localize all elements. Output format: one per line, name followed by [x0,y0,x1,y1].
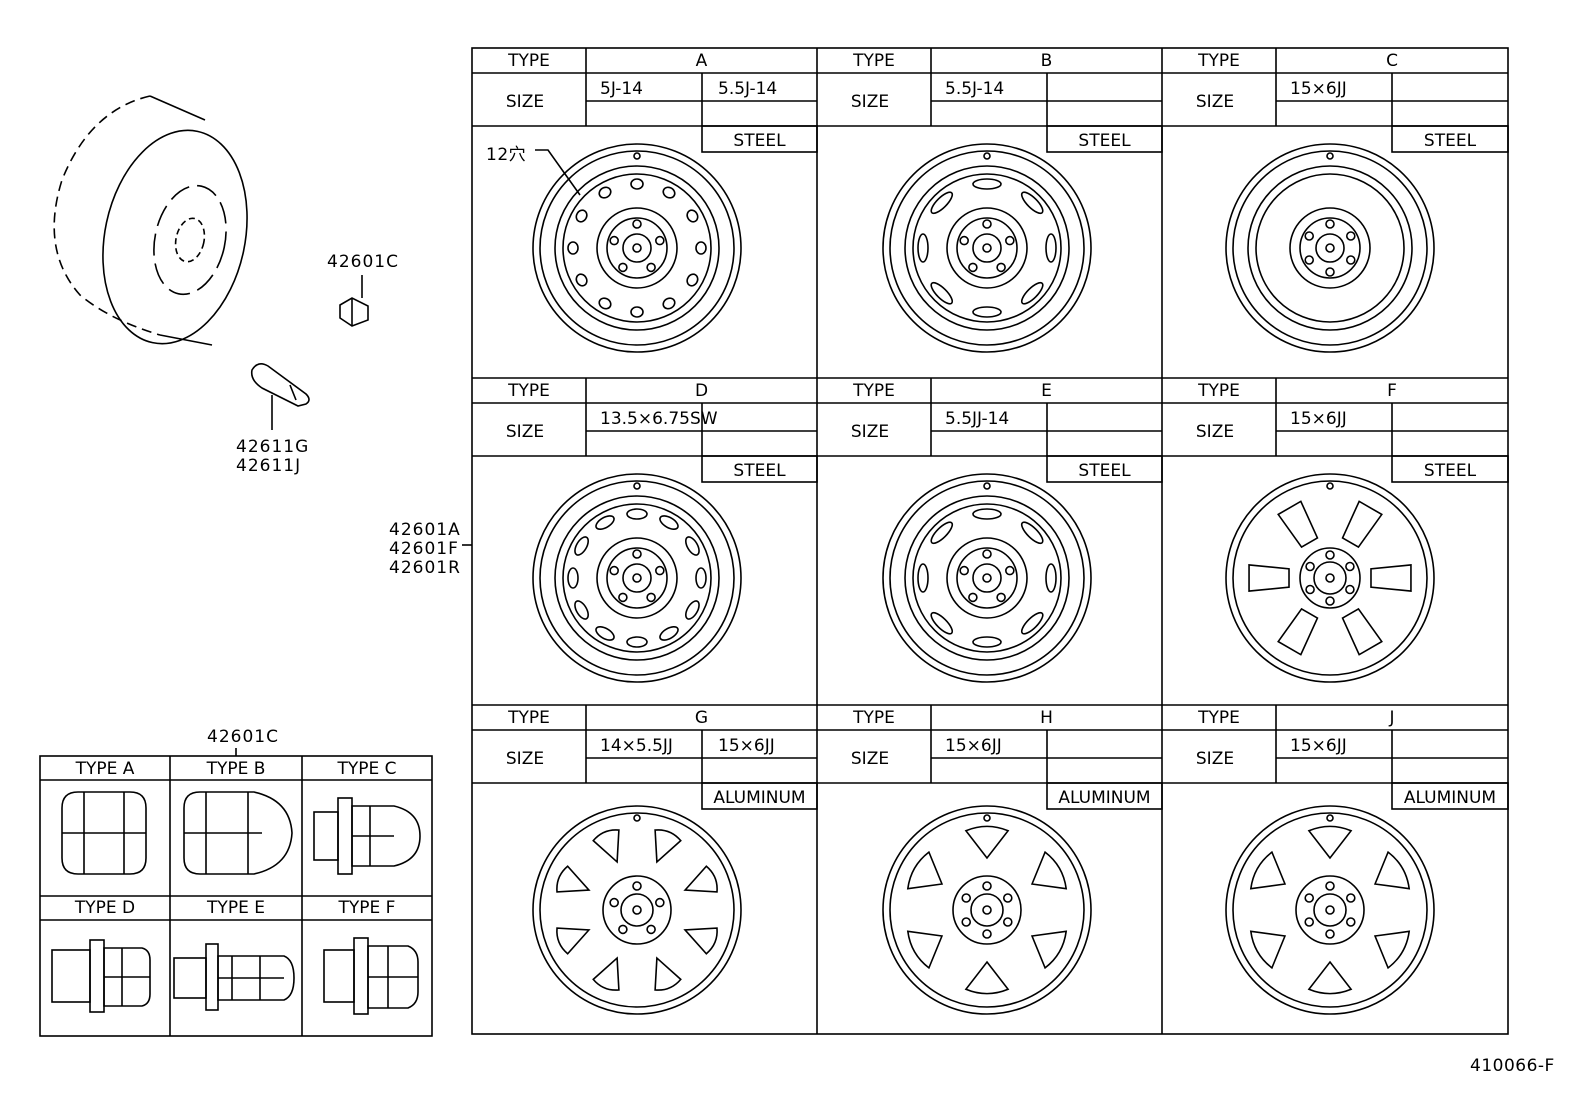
size1-d: 13.5×6.75SW [600,409,718,429]
nut-type-label-e: TYPE E [207,898,265,918]
type-header-j: TYPE [1198,708,1240,728]
size1-a: 5J-14 [600,79,643,99]
wheel-cell-c [1162,48,1509,379]
size1-j: 15×6JJ [1290,736,1347,756]
nut-type-label-a: TYPE A [75,759,135,779]
nut-type-f-icon [323,937,419,1015]
type-letter-f: F [1387,381,1397,401]
size-header-j: SIZE [1195,749,1235,769]
type-letter-j: J [1389,708,1395,728]
nut-type-label-b: TYPE B [206,759,266,779]
wheel-cell-e [817,378,1163,706]
size1-e: 5.5JJ-14 [945,409,1010,429]
size-header-a: SIZE [505,92,545,112]
type-letter-h: H [1040,708,1053,728]
type-letter-g: G [694,708,709,728]
material-c: STEEL [1423,131,1477,151]
hole-note: 12穴 [486,145,527,165]
size-header-b: SIZE [850,92,890,112]
wheel-cell-f [1162,378,1509,706]
nut-type-label-c: TYPE C [337,759,397,779]
material-b: STEEL [1078,131,1131,151]
size-header-h: SIZE [850,749,890,769]
type-letter-b: B [1040,51,1053,71]
lug-nut-icon [339,275,369,327]
diagram-code: 410066-F [1470,1056,1555,1076]
wheel-cell-g [472,705,818,1034]
hole-leader-line [535,149,581,196]
wheel-e-icon [882,473,1092,683]
wheel-part-number-1: 42601A [389,520,461,540]
type-header-h: TYPE [853,708,895,728]
wheel-cell-d [472,378,818,706]
material-e: STEEL [1078,461,1131,481]
type-header-d: TYPE [508,381,550,401]
nut-type-c-icon [313,797,421,875]
size-header-d: SIZE [505,422,545,442]
size2-a: 5.5J-14 [718,79,778,99]
nut-type-label-d: TYPE D [74,898,136,918]
type-header-e: TYPE [853,381,895,401]
material-j: ALUMINUM [1403,788,1497,808]
nut-type-e-icon [173,943,295,1011]
valve-stem-part-number-1: 42611G [236,437,310,457]
type-letter-c: C [1386,51,1398,71]
nut-table-title: 42601C [207,727,279,747]
wheel-assembly-icon [53,95,248,346]
wheel-cell-j [1162,705,1509,1015]
size2-g: 15×6JJ [718,736,775,756]
type-letter-e: E [1041,381,1052,401]
wheel-h-icon [882,805,1092,1015]
size1-h: 15×6JJ [945,736,1002,756]
wheel-part-number-3: 42601R [389,558,461,578]
type-letter-d: D [694,381,709,401]
size-header-g: SIZE [505,749,545,769]
size1-f: 15×6JJ [1290,409,1347,429]
wheel-d-icon [532,473,742,683]
nut-type-a-icon [61,791,147,875]
lug-nut-part-number: 42601C [327,252,399,272]
nut-type-table [39,748,433,1037]
material-d: STEEL [733,461,786,481]
wheel-b-icon [882,143,1092,353]
type-header-f: TYPE [1198,381,1240,401]
nut-type-label-f: TYPE F [338,898,396,918]
size-header-e: SIZE [850,422,890,442]
wheel-j-icon [1225,805,1435,1015]
type-header-b: TYPE [853,51,895,71]
wheel-g-icon [532,805,742,1015]
type-header-a: TYPE [508,51,550,71]
nut-type-b-icon [183,791,293,875]
type-letter-a: A [695,51,708,71]
wheel-c-icon [1225,143,1435,353]
valve-stem-icon [250,362,310,430]
material-g: ALUMINUM [713,788,806,808]
wheel-grid-frame [471,47,1509,1035]
size1-g: 14×5.5JJ [600,736,673,756]
type-header-c: TYPE [1198,51,1240,71]
nut-type-d-icon [51,939,151,1013]
wheel-f-icon [1225,473,1435,683]
wheel-part-number-2: 42601F [389,539,459,559]
material-h: ALUMINUM [1058,788,1151,808]
size-header-c: SIZE [1195,92,1235,112]
wheel-type-grid [471,47,1509,1035]
size1-b: 5.5J-14 [945,79,1005,99]
material-f: STEEL [1423,461,1477,481]
wheel-cell-a [472,48,818,379]
wheel-cell-h [817,705,1163,1034]
valve-stem-part-number-2: 42611J [236,456,302,476]
size1-c: 15×6JJ [1290,79,1347,99]
wheel-a-icon [532,143,742,353]
size-header-f: SIZE [1195,422,1235,442]
material-a: STEEL [733,131,786,151]
wheel-cell-b [817,48,1163,379]
type-header-g: TYPE [508,708,550,728]
